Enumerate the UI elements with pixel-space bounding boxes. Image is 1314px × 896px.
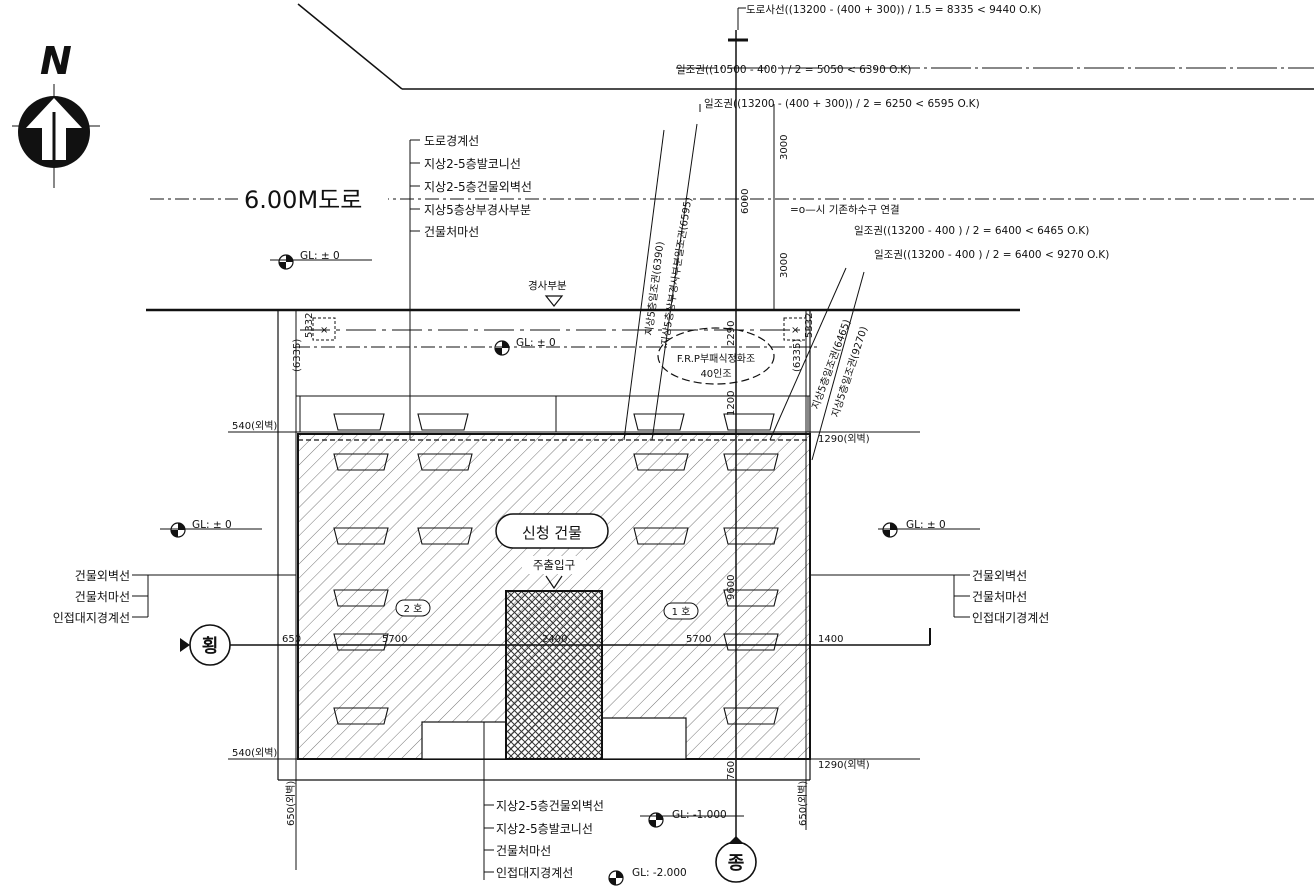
sewer-note: =o—시 기존하수구 연결 [790,203,900,216]
sunlight-formulas: 도로사선((13200 - (400 + 300)) / 1.5 = 8335 … [676,4,1314,261]
north-arrow: N [12,39,100,188]
stair-core [505,590,603,760]
formula-sunlight-2: 일조권((13200 - (400 + 300)) / 2 = 6250 < 6… [704,97,980,110]
building-name: 신청 건물 [522,524,582,542]
unit-2-label: 2 호 [404,603,423,615]
gl-marker-left: GL: ± 0 [160,519,262,538]
svg-text:5700: 5700 [686,634,711,645]
svg-text:3000: 3000 [779,253,790,278]
left-legend-boundary: 인접대지경계선 [53,611,130,625]
svg-text:GL: ± 0: GL: ± 0 [192,519,232,531]
svg-text:9600: 9600 [726,575,737,600]
formula-sunlight-3: 일조권((13200 - 400 ) / 2 = 6400 < 6465 O.K… [854,224,1089,237]
road-edge [297,3,1314,90]
gl-marker-bottom-1: GL: -1.000 [640,809,744,828]
legend-balcony-line: 지상2-5층발코니선 [424,157,521,171]
svg-text:1200: 1200 [726,391,737,416]
formula-sunlight-1: 일조권((10500 - 400 ) / 2 = 5050 < 6390 O.K… [676,63,911,76]
svg-text:GL: ± 0: GL: ± 0 [516,337,556,349]
top-legend: 도로경계선 지상2-5층발코니선 지상2-5층건물외벽선 지상5층상부경사부분 … [409,134,532,440]
sunlight-diagonals: 지상5층일조권(6390) 지상5층상부경사부분일조권(6595) 지상5층일조… [623,123,870,461]
svg-text:×: × [320,325,328,336]
dim-bot-wall-right: 1290(외벽) [818,759,870,771]
dim-top-wall-right: 1290(외벽) [818,433,870,445]
right-legend-eaves: 건물처마선 [972,590,1027,604]
svg-text:(6335): (6335) [292,339,303,372]
svg-text:1400: 1400 [818,634,843,645]
parking-stalls [333,413,779,725]
svg-text:6000: 6000 [740,189,751,214]
legend-slope-part: 지상5층상부경사부분 [424,203,531,217]
right-legend: 건물외벽선 건물처마선 인접대기경계선 [810,569,1049,625]
bottom-legend-boundary: 인접대지경계선 [496,866,573,880]
svg-text:2290: 2290 [726,321,737,346]
svg-text:650(외벽): 650(외벽) [797,781,809,826]
legend-road-boundary: 도로경계선 [424,134,479,148]
septic-tank: F.R.P부패식정화조 40인조 [657,327,775,385]
bottom-legend-wall: 지상2-5층건물외벽선 [496,799,604,813]
gl-marker-bottom-2: GL: -2.000 [608,867,687,886]
svg-text:5332: 5332 [304,313,315,338]
svg-text:760: 760 [726,761,737,780]
septic-tank-capacity: 40인조 [700,368,731,380]
formula-road-setback: 도로사선((13200 - (400 + 300)) / 1.5 = 8335 … [746,4,1041,16]
legend-outer-wall-line: 지상2-5층건물외벽선 [424,180,532,194]
bottom-legend: 지상2-5층건물외벽선 지상2-5층발코니선 건물처마선 인접대지경계선 [484,799,604,880]
svg-text:650: 650 [282,634,301,645]
gl-marker-top-left: GL: ± 0 [270,250,372,270]
unit-1-label: 1 호 [672,606,691,618]
road-width-label: 6.00M도로 [244,186,362,214]
svg-text:GL: -1.000: GL: -1.000 [672,809,727,821]
slope-part-label: 경사부분 [528,279,567,292]
bottom-legend-balcony: 지상2-5층발코니선 [496,822,593,836]
septic-tank-label: F.R.P부패식정화조 [677,353,755,365]
formula-sunlight-4: 일조권((13200 - 400 ) / 2 = 6400 < 9270 O.K… [874,248,1109,261]
west-marker-label: 횡 [202,636,219,657]
dim-top-wall-left: 540(외벽) [232,420,277,432]
svg-text:3000: 3000 [779,135,790,160]
svg-text:GL: ± 0: GL: ± 0 [300,250,340,262]
left-legend-eaves: 건물처마선 [75,590,130,604]
building-name-badge [495,513,609,549]
svg-text:×: × [791,325,799,336]
svg-text:5332: 5332 [804,313,815,338]
main-entrance-label: 주출입구 [533,558,575,572]
svg-text:5700: 5700 [382,634,407,645]
gl-marker-center: GL: ± 0 [494,337,556,356]
road-zone: 6.00M도로 경사부분 [146,182,1314,312]
svg-text:GL: ± 0: GL: ± 0 [906,519,946,531]
svg-text:2400: 2400 [542,634,567,645]
north-letter: N [40,39,72,83]
left-legend: 건물외벽선 건물처마선 인접대지경계선 [53,569,296,625]
dim-bot-wall-left: 540(외벽) [232,747,277,759]
diag-label-2: 지상5층상부경사부분일조권(6595) [658,196,694,346]
grid-axes [224,30,931,880]
south-marker-label: 종 [728,853,745,874]
dimensions: 540(외벽) 1290(외벽) 540(외벽) 1290(외벽) 650 57… [232,135,870,826]
left-legend-wall: 건물외벽선 [75,569,130,583]
right-legend-wall: 건물외벽선 [972,569,1027,583]
building-footprint: 신청 건물 주출입구 2 호 1 호 [297,413,811,760]
section-marker-west: 횡 [180,624,231,666]
svg-text:650(외벽): 650(외벽) [285,781,297,826]
bottom-legend-eaves: 건물처마선 [496,844,551,858]
gl-marker-right: GL: ± 0 [878,519,980,538]
legend-eaves-line: 건물처마선 [424,225,479,239]
svg-text:GL: -2.000: GL: -2.000 [632,867,687,879]
right-legend-boundary: 인접대기경계선 [972,611,1049,625]
svg-text:(6335): (6335) [792,339,803,372]
section-marker-south: 종 [715,836,757,883]
